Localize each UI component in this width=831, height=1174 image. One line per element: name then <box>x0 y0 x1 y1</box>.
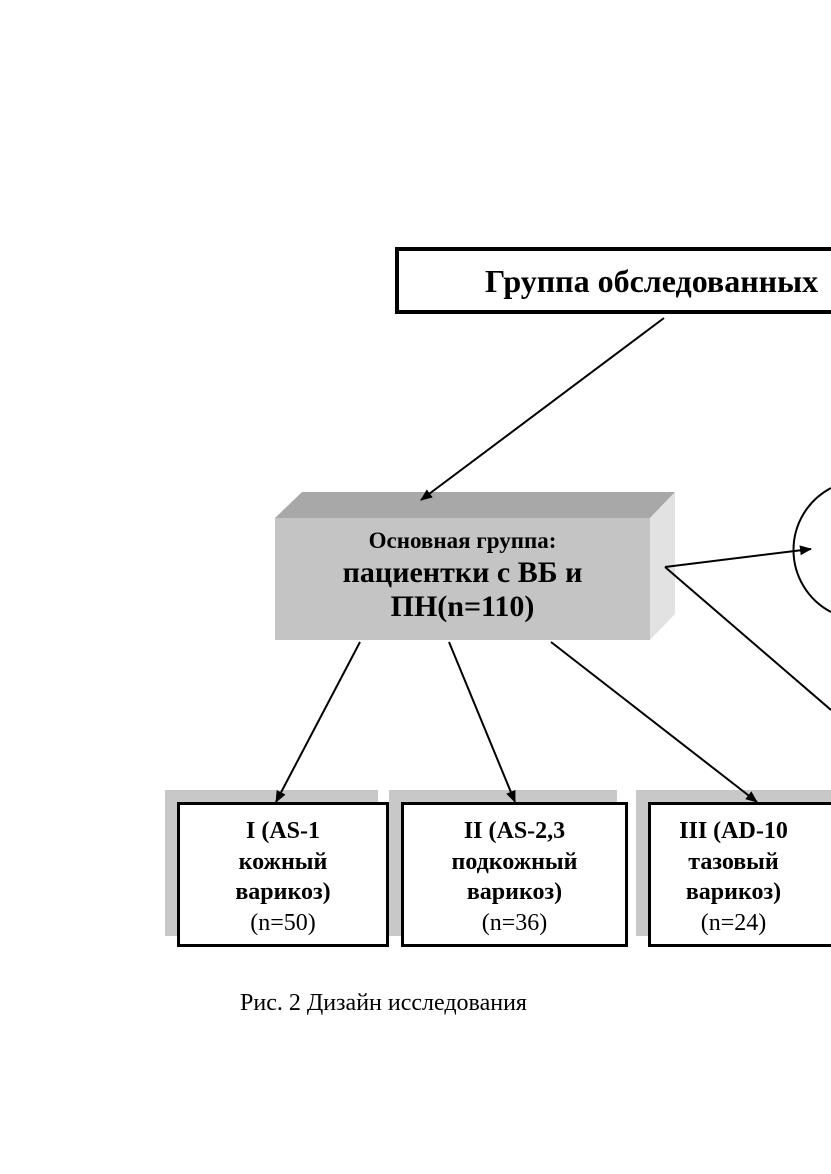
right-circle-partial <box>792 487 831 613</box>
line-main-to-right <box>664 566 831 711</box>
subgroup-2-line1: II (AS-2,3 <box>463 818 566 844</box>
subgroup-3-line2: тазовый <box>688 848 779 875</box>
subgroup-2-line2: подкожный <box>451 848 578 875</box>
subgroup-3-box: III (AD-10 тазовый варикоз) (n=24) <box>648 802 831 947</box>
arrow-main-to-circle <box>664 545 812 568</box>
arrow-main-to-subgroup-2 <box>448 641 516 803</box>
main-group-desc-line2: ПН(n=110) <box>390 590 535 623</box>
main-group-side-face <box>650 492 675 640</box>
figure-caption: Рис. 2 Дизайн исследования <box>240 990 527 1016</box>
main-group-desc-line1: пациентки с ВБ и <box>342 556 583 589</box>
arrow-main-to-subgroup-1 <box>275 641 361 803</box>
arrow-top-to-main <box>420 317 665 501</box>
arrow-main-to-subgroup-3 <box>550 641 758 803</box>
subgroup-3-count: (n=24) <box>700 909 767 936</box>
main-group-box: Основная группа: пациентки с ВБ и ПН(n=1… <box>275 518 650 640</box>
subgroup-2-box: II (AS-2,3 подкожный варикоз) (n=36) <box>401 802 628 947</box>
subgroup-1-line3: варикоз) <box>235 879 331 905</box>
subgroup-3-line1: III (AD-10 <box>679 818 788 844</box>
subgroup-1-box: I (AS-1 кожный варикоз) (n=50) <box>177 802 389 947</box>
subgroup-1-line1: I (AS-1 <box>245 818 320 844</box>
top-group-label: Группа обследованных <box>485 263 819 299</box>
subgroup-1-count: (n=50) <box>250 909 316 936</box>
top-group-box: Группа обследованных <box>395 247 831 314</box>
subgroup-3-line3: варикоз) <box>685 879 782 905</box>
subgroup-1-line2: кожный <box>238 848 328 875</box>
main-group-title: Основная группа: <box>368 528 557 553</box>
subgroup-2-line3: варикоз) <box>466 879 563 905</box>
subgroup-2-count: (n=36) <box>481 909 548 936</box>
main-group-top-face <box>275 492 675 518</box>
main-group-text: Основная группа: пациентки с ВБ и ПН(n=1… <box>275 526 650 624</box>
